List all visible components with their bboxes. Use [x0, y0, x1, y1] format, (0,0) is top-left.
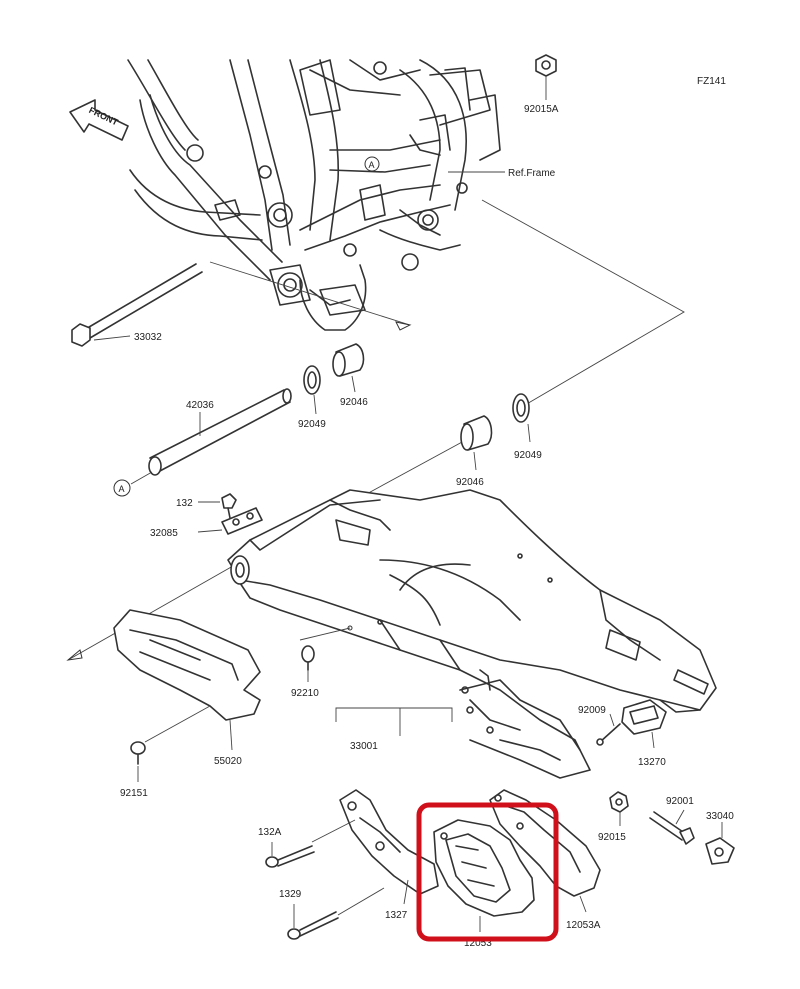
diagram-code: FZ141: [697, 76, 726, 87]
plate-32085: [221, 507, 263, 535]
bolt-132: [221, 493, 237, 519]
axle-42036: [148, 388, 292, 476]
label-92015A: 92015A: [524, 104, 559, 115]
frame-drawing: [127, 59, 501, 331]
label-92049-lower: 92049: [514, 450, 542, 461]
circle-a-marker-top: A: [364, 156, 380, 172]
circle-a-marker-axle: A: [113, 479, 131, 497]
label-12053: 12053: [464, 938, 492, 949]
svg-text:A: A: [369, 160, 375, 170]
nut-92015A: [535, 54, 557, 100]
chain-guide-bracket-1327: [339, 789, 439, 895]
label-1329: 1329: [279, 889, 302, 900]
label-32085: 32085: [150, 528, 178, 539]
bolt-1329: [287, 911, 339, 940]
seal-92049-lower: [512, 393, 530, 423]
front-arrow-icon: FRONT: [69, 99, 129, 141]
chain-guide-12053A: [489, 789, 601, 897]
swingarm-33001: [227, 489, 717, 779]
highlight-box: [416, 802, 559, 942]
label-92009: 92009: [578, 705, 606, 716]
label-132: 132: [176, 498, 193, 509]
svg-text:A: A: [119, 484, 125, 494]
label-132A: 132A: [258, 827, 282, 838]
pivot-shaft-33032: [71, 263, 203, 347]
bushing-92046-lower: [460, 415, 493, 451]
plate-33040: [705, 837, 735, 865]
nut-92015: [609, 791, 629, 813]
label-55020: 55020: [214, 756, 242, 767]
bolt-132A: [265, 845, 315, 868]
adjuster-13270: [621, 699, 667, 735]
screw-92009: [596, 723, 621, 746]
collar-92210: [301, 645, 315, 671]
label-92015: 92015: [598, 832, 626, 843]
chain-guide-12053: [433, 819, 535, 917]
seal-92049-upper: [303, 365, 321, 395]
label-33040: 33040: [706, 811, 734, 822]
bolt-92001: [649, 811, 695, 845]
label-92046-lower: 92046: [456, 477, 484, 488]
label-42036: 42036: [186, 400, 214, 411]
label-13270: 13270: [638, 757, 666, 768]
label-92001: 92001: [666, 796, 694, 807]
ref-frame-label: Ref.Frame: [508, 168, 556, 179]
bushing-92046-upper: [332, 343, 365, 377]
label-92046-upper: 92046: [340, 397, 368, 408]
label-92151: 92151: [120, 788, 148, 799]
label-1327: 1327: [385, 910, 408, 921]
label-12053A: 12053A: [566, 920, 601, 931]
label-33032: 33032: [134, 332, 162, 343]
label-92210: 92210: [291, 688, 319, 699]
chain-slider-55020: [113, 609, 261, 721]
screw-92151: [130, 741, 146, 765]
label-92049-upper: 92049: [298, 419, 326, 430]
label-33001: 33001: [350, 741, 378, 752]
